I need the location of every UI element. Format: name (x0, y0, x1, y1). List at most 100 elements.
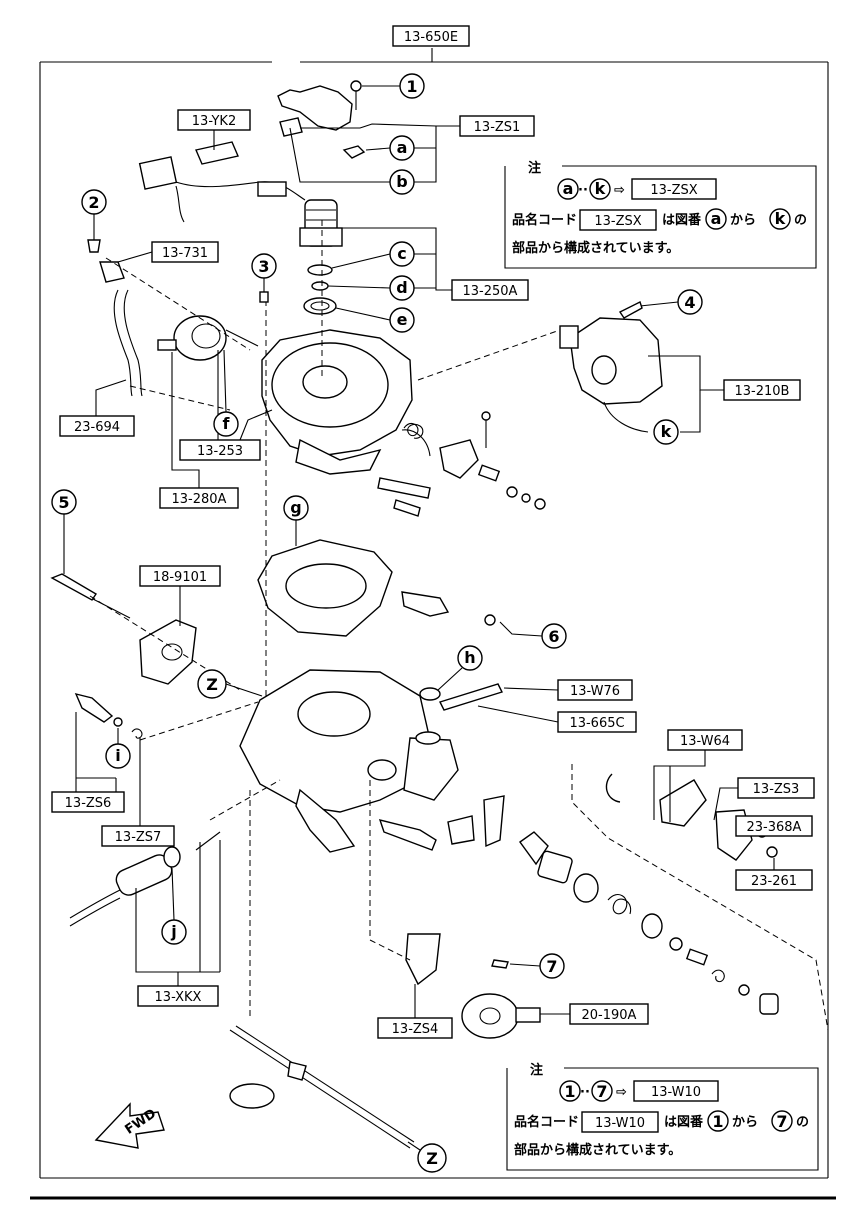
throttle-body-drawing (239, 669, 459, 853)
svg-text:⇨: ⇨ (614, 183, 625, 198)
svg-text:の: の (794, 213, 807, 228)
svg-text:7: 7 (596, 1082, 607, 1101)
connector-harness-drawing (138, 141, 306, 223)
svg-text:注: 注 (528, 160, 541, 176)
svg-text:a: a (397, 138, 408, 157)
zone-marker-z-upper: Z (197, 669, 263, 699)
svg-text:j: j (170, 922, 176, 941)
svg-text:1: 1 (712, 1112, 723, 1131)
callout-7: 7 (509, 953, 565, 979)
svg-text:7: 7 (776, 1112, 787, 1131)
note-bottom: 注 1 ·· 7 ⇨ 13-W10 品名コード 13-W10 は図番 1 から … (506, 1062, 819, 1171)
svg-text:b: b (396, 172, 407, 191)
svg-text:a: a (563, 179, 574, 198)
svg-text:部品から構成されています。: 部品から構成されています。 (512, 240, 679, 256)
part-label-23-261: 23-261 (735, 858, 813, 891)
part-label-23-368A: 23-368A (735, 815, 813, 837)
callout-5: 5 (51, 489, 77, 574)
svg-text:1: 1 (406, 77, 417, 96)
part-label-13-ZS1: 13-ZS1 (300, 115, 535, 183)
choke-cover-drawing (277, 80, 362, 137)
svg-text:2: 2 (88, 193, 99, 212)
svg-text:13-W76: 13-W76 (570, 684, 620, 699)
assembly-leader-lines (89, 220, 829, 1031)
choke-link-drawing (377, 411, 546, 517)
svg-text:13-ZS3: 13-ZS3 (753, 782, 800, 797)
svg-text:13-ZS4: 13-ZS4 (392, 1022, 439, 1037)
forward-arrow (94, 1102, 165, 1149)
callout-c: c (331, 241, 415, 269)
svg-text:3: 3 (258, 257, 269, 276)
svg-text:··: ·· (578, 183, 588, 198)
throttle-shaft-drawing (229, 1025, 415, 1149)
svg-text:から: から (730, 213, 756, 228)
svg-text:23-261: 23-261 (751, 874, 797, 889)
svg-text:の: の (796, 1115, 809, 1130)
throttle-linkage-drawing (519, 773, 779, 1015)
callout-4: 4 (618, 289, 703, 319)
svg-text:13-ZS6: 13-ZS6 (65, 796, 112, 811)
callout-6: 6 (484, 614, 567, 649)
svg-text:品名コード: 品名コード (514, 1114, 579, 1130)
svg-text:品名コード: 品名コード (512, 212, 577, 228)
svg-text:5: 5 (58, 493, 69, 512)
callout-k: k (653, 419, 679, 445)
svg-text:13-253: 13-253 (197, 444, 243, 459)
svg-text:は図番: は図番 (664, 1114, 704, 1130)
part-label-13-XKX: 13-XKX (135, 840, 221, 1007)
svg-text:Z: Z (426, 1149, 438, 1168)
idle-switch-drawing (55, 579, 197, 685)
vacuum-actuator-drawing (157, 315, 259, 361)
callout-j: j (161, 867, 187, 945)
callout-d: d (327, 275, 415, 301)
part-label-13-W64: 13-W64 (653, 729, 743, 822)
part-label-13-250A: 13-250A (330, 227, 529, 301)
svg-text:k: k (661, 422, 672, 441)
svg-text:d: d (396, 278, 407, 297)
svg-text:13-210B: 13-210B (735, 384, 790, 399)
svg-text:7: 7 (546, 957, 557, 976)
svg-text:から: から (732, 1115, 758, 1130)
svg-text:13-250A: 13-250A (463, 284, 518, 299)
part-label-18-9101: 18-9101 (139, 565, 221, 626)
part-label-13-W76: 13-W76 (439, 679, 633, 711)
vacuum-hose-drawing (99, 261, 143, 397)
part-label-13-210B: 13-210B (603, 355, 801, 433)
part-label-13-253: 13-253 (179, 350, 261, 461)
assembly-code-label: 13-650E (392, 25, 470, 47)
callout-2: 2 (81, 189, 107, 253)
svg-text:13-ZS7: 13-ZS7 (115, 830, 162, 845)
part-label-13-665C: 13-665C (477, 705, 637, 733)
part-label-13-ZS7: 13-ZS7 (101, 738, 175, 847)
svg-text:a: a (711, 209, 722, 228)
svg-text:23-694: 23-694 (74, 420, 120, 435)
svg-text:13-650E: 13-650E (404, 30, 458, 45)
solenoid-valve-drawing (299, 199, 343, 315)
svg-text:13-ZSX: 13-ZSX (650, 183, 697, 198)
svg-text:⇨: ⇨ (616, 1085, 627, 1100)
svg-text:20-190A: 20-190A (582, 1008, 637, 1023)
part-label-13-731: 13-731 (117, 241, 219, 263)
svg-text:k: k (595, 179, 606, 198)
part-label-13-ZS6: 13-ZS6 (51, 712, 125, 813)
callout-e: e (335, 307, 415, 333)
part-illustrations (50, 80, 779, 1149)
svg-text:4: 4 (684, 293, 695, 312)
throttle-lever-drawing (378, 795, 541, 1039)
svg-text:部品から構成されています。: 部品から構成されています。 (514, 1142, 681, 1158)
svg-text:13-W10: 13-W10 (595, 1116, 645, 1131)
callout-g: g (283, 495, 309, 546)
svg-text:13-731: 13-731 (162, 246, 208, 261)
svg-text:13-W10: 13-W10 (651, 1085, 701, 1100)
callout-b: b (289, 127, 415, 195)
svg-text:23-368A: 23-368A (747, 820, 802, 835)
svg-text:··: ·· (580, 1085, 590, 1100)
svg-text:c: c (397, 244, 406, 263)
svg-text:e: e (397, 310, 408, 329)
zone-marker-z-lower: Z (407, 1141, 447, 1173)
air-horn-body-drawing (239, 329, 431, 475)
part-label-20-190A: 20-190A (540, 1003, 649, 1025)
callout-1: 1 (362, 73, 425, 99)
svg-text:13-YK2: 13-YK2 (192, 114, 236, 129)
